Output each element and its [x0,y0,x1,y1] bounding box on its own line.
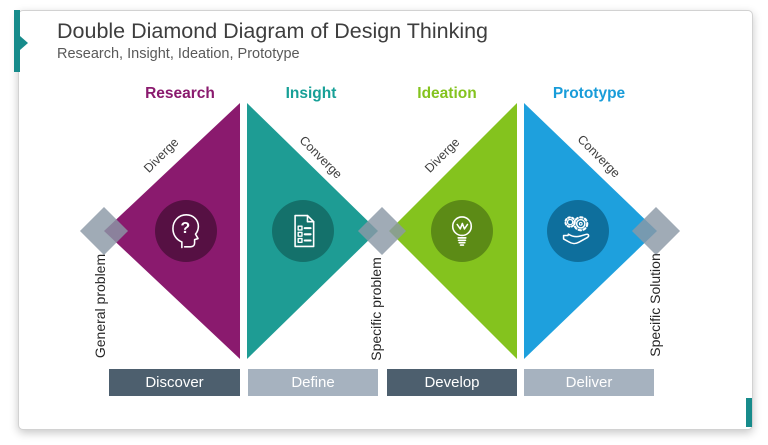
stage-label-ideation: Ideation [417,85,477,102]
stage-label-insight: Insight [285,85,337,102]
prototype-icon-circle [547,200,609,262]
research-icon-circle: ? [155,200,217,262]
insight-icon-circle [272,200,334,262]
phase-bar-discover: Discover [109,369,240,396]
phase-bar-deliver: Deliver [524,369,654,396]
svg-text:?: ? [180,220,190,237]
stage-label-research: Research [145,85,215,102]
head-question-icon: ? [172,214,200,249]
lightbulb-icon [451,216,473,246]
phase-bar-develop: Develop [387,369,517,396]
ideation-icon-circle [431,200,493,262]
document-checklist-icon [294,214,315,248]
milestone-label-general-problem: General problem [92,253,108,359]
milestone-label-specific-solution: Specific Solution [647,253,663,357]
accent-bookmark [14,10,20,72]
page-title: Double Diamond Diagram of Design Thinkin… [57,19,489,43]
bookmark-arrow-icon [20,36,28,50]
phase-bar-define: Define [248,369,378,396]
gears-hand-icon [562,216,590,245]
page-subtitle: Research, Insight, Ideation, Prototype [57,46,300,62]
stage-label-prototype: Prototype [552,85,626,102]
milestone-label-specific-problem: Specific problem [368,257,384,361]
accent-bar-bottom-right [746,398,752,427]
